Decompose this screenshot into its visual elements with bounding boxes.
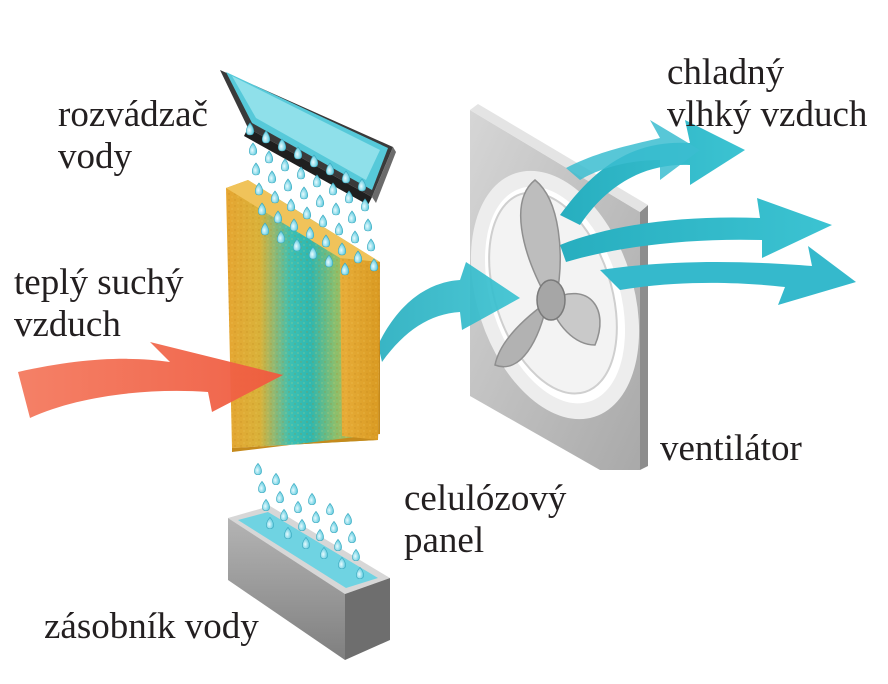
- water-drop-icon: [280, 508, 288, 522]
- water-drop-icon: [348, 530, 356, 544]
- water-drops-bottom: [254, 462, 364, 580]
- water-drop-icon: [257, 202, 267, 216]
- label-water-distributor: rozvádzač vody: [58, 94, 208, 177]
- water-drop-icon: [284, 526, 292, 540]
- water-drop-icon: [273, 210, 283, 224]
- arrow-icon: [560, 120, 745, 225]
- water-drop-icon: [258, 480, 266, 494]
- water-drop-icon: [316, 528, 324, 542]
- water-drop-icon: [331, 202, 341, 216]
- warm-air-arrow: [18, 342, 283, 418]
- water-drop-icon: [315, 194, 325, 208]
- water-distributor: [220, 70, 396, 205]
- cool-air-arrows-out: [560, 120, 856, 305]
- water-drop-icon: [298, 518, 306, 532]
- water-drop-icon: [251, 162, 261, 176]
- water-drop-icon: [308, 246, 318, 260]
- water-drop-icon: [270, 190, 280, 204]
- water-drop-icon: [352, 548, 360, 562]
- water-drop-icon: [290, 482, 298, 496]
- water-drop-icon: [299, 186, 309, 200]
- arrow-icon: [600, 246, 856, 305]
- water-drop-icon: [286, 198, 296, 212]
- water-drop-icon: [294, 500, 302, 514]
- water-drop-icon: [344, 190, 354, 204]
- water-drop-icon: [324, 254, 334, 268]
- water-drop-icon: [302, 536, 310, 550]
- water-drop-icon: [312, 174, 322, 188]
- water-drop-icon: [305, 226, 315, 240]
- water-drop-icon: [262, 498, 270, 512]
- arrow-icon: [566, 120, 700, 180]
- water-drop-icon: [369, 258, 379, 272]
- water-drop-icon: [292, 238, 302, 252]
- cool-air-arrow-in: [378, 262, 520, 362]
- water-drop-icon: [296, 166, 306, 180]
- fan-blade-icon: [494, 179, 601, 368]
- water-drop-icon: [330, 520, 338, 534]
- water-drop-icon: [309, 154, 319, 168]
- water-drop-icon: [363, 218, 373, 232]
- water-drop-icon: [321, 234, 331, 248]
- water-drop-icon: [334, 222, 344, 236]
- label-cellulose-panel: celulózový panel: [404, 478, 567, 561]
- water-drop-icon: [248, 142, 258, 156]
- water-drop-icon: [261, 130, 271, 144]
- water-drop-icon: [272, 472, 280, 486]
- water-drop-icon: [344, 512, 352, 526]
- water-drop-icon: [276, 490, 284, 504]
- water-drop-icon: [338, 556, 346, 570]
- water-drop-icon: [341, 170, 351, 184]
- water-drop-icon: [245, 122, 255, 136]
- water-drop-icon: [353, 250, 363, 264]
- water-drop-icon: [254, 462, 262, 476]
- water-drop-icon: [366, 238, 376, 252]
- water-drop-icon: [276, 230, 286, 244]
- water-drop-icon: [340, 262, 350, 276]
- water-drop-icon: [356, 566, 364, 580]
- label-warm-dry-air: teplý suchý vzduch: [14, 262, 184, 345]
- water-drop-icon: [334, 538, 342, 552]
- water-drop-icon: [337, 242, 347, 256]
- water-drop-icon: [289, 218, 299, 232]
- water-drop-icon: [264, 150, 274, 164]
- water-drop-icon: [325, 162, 335, 176]
- water-drops-top: [245, 122, 379, 276]
- water-drop-icon: [260, 222, 270, 236]
- water-drop-icon: [266, 516, 274, 530]
- water-drop-icon: [347, 210, 357, 224]
- label-water-reservoir: zásobník vody: [44, 606, 259, 647]
- water-drop-icon: [318, 214, 328, 228]
- water-drop-icon: [328, 182, 338, 196]
- cellulose-panel: [226, 180, 380, 452]
- water-drop-icon: [267, 170, 277, 184]
- water-drop-icon: [312, 510, 320, 524]
- water-drop-icon: [308, 492, 316, 506]
- water-drop-icon: [277, 138, 287, 152]
- label-fan: ventilátor: [660, 428, 802, 469]
- water-drop-icon: [280, 158, 290, 172]
- water-drop-icon: [357, 178, 367, 192]
- water-drop-icon: [302, 206, 312, 220]
- water-drop-icon: [293, 146, 303, 160]
- water-drop-icon: [283, 178, 293, 192]
- water-drop-icon: [326, 502, 334, 516]
- arrow-icon: [560, 198, 832, 262]
- water-drop-icon: [254, 182, 264, 196]
- water-drop-icon: [350, 230, 360, 244]
- water-drop-icon: [320, 546, 328, 560]
- water-drop-icon: [360, 198, 370, 212]
- label-cool-humid-air: chladný vlhký vzduch: [667, 52, 868, 135]
